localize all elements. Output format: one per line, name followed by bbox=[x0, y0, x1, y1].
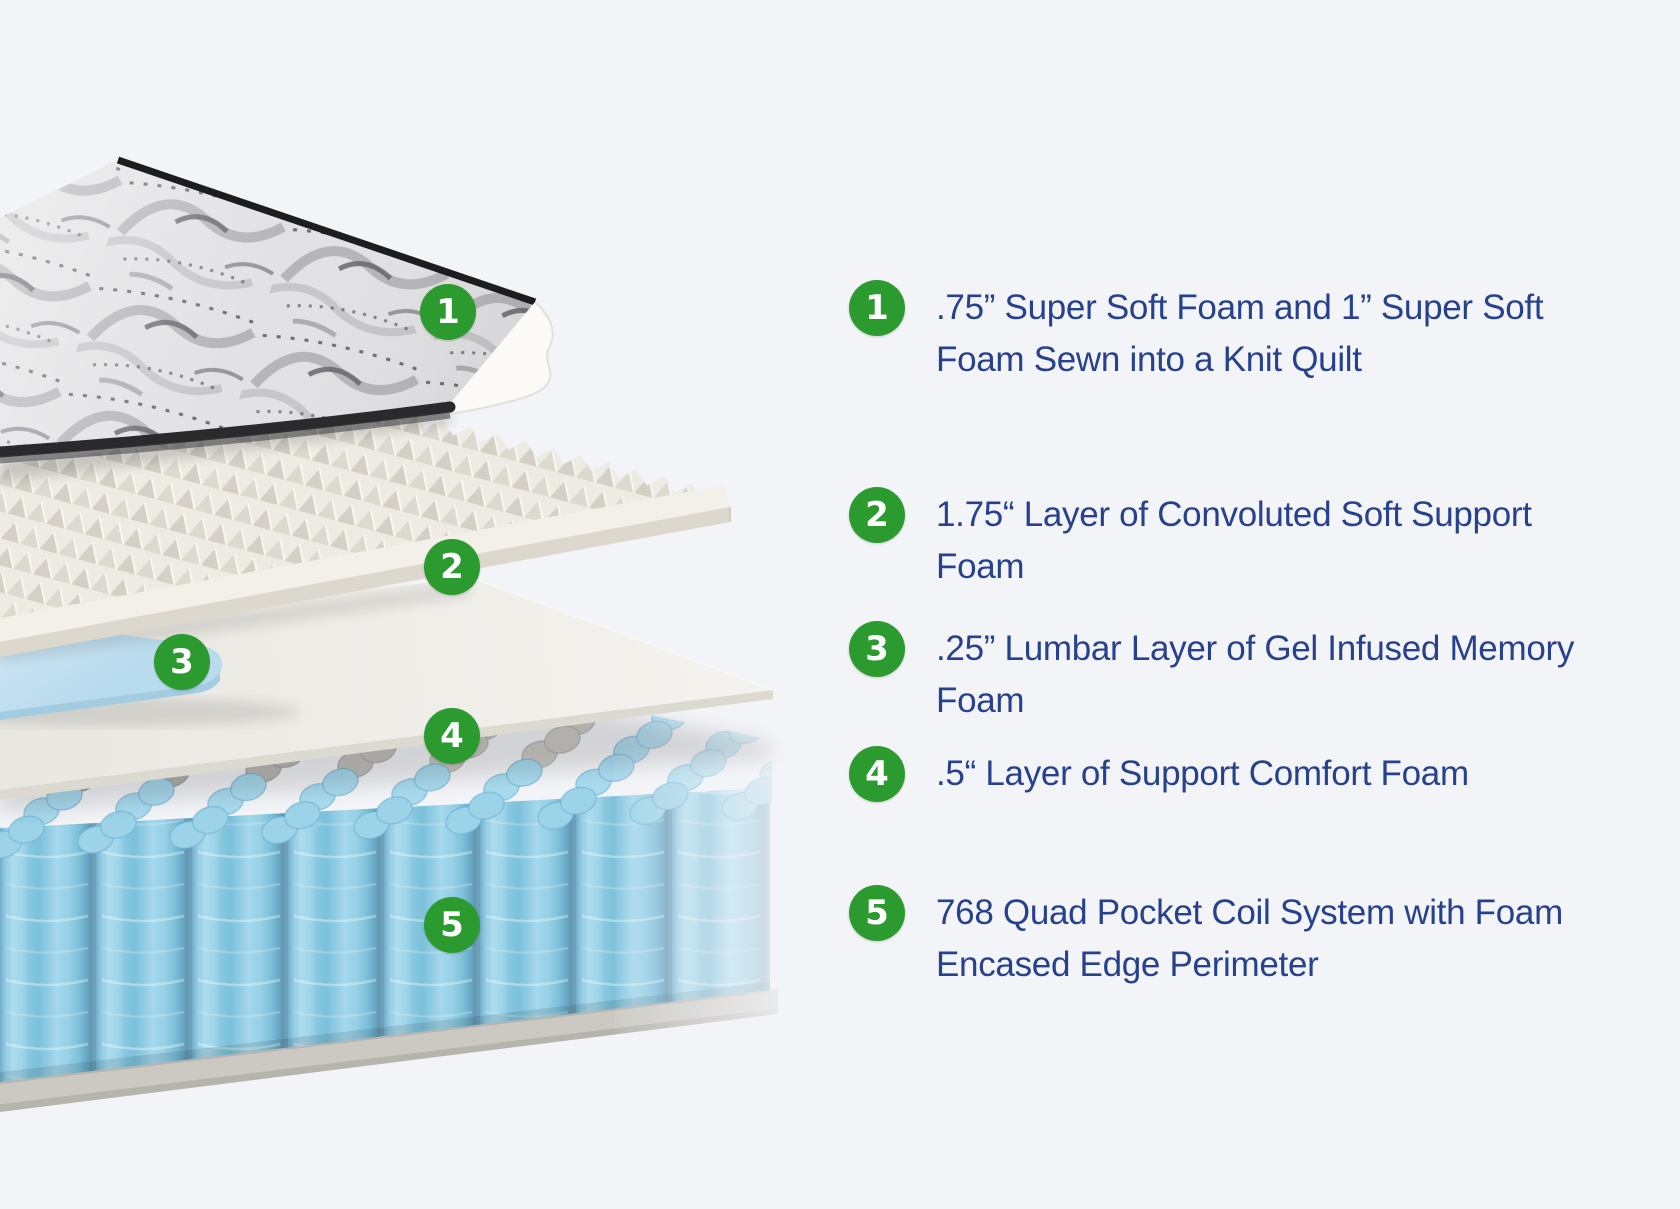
quilt-piping bbox=[0, 401, 456, 458]
legend-badge-4-number: 4 bbox=[865, 754, 889, 794]
quilt-tape-edge bbox=[116, 156, 537, 306]
legend-item-1: 1 .75” Super Soft Foam and 1” Super Soft… bbox=[849, 280, 1544, 386]
quilt-top-layer bbox=[0, 156, 554, 464]
coil-front-face bbox=[0, 788, 770, 1082]
convoluted-side bbox=[0, 507, 730, 657]
legend-badge-2-number: 2 bbox=[865, 495, 889, 535]
legend-badge-2: 2 bbox=[849, 487, 905, 543]
coil-base bbox=[0, 988, 778, 1112]
legend-badge-1: 1 bbox=[849, 280, 905, 336]
diagram-badge-2: 2 bbox=[424, 539, 480, 595]
diagram-badge-4-number: 4 bbox=[440, 716, 464, 756]
legend-badge-1-number: 1 bbox=[865, 288, 889, 328]
legend-badge-5-number: 5 bbox=[865, 893, 889, 933]
legend-text-5: 768 Quad Pocket Coil System with Foam En… bbox=[936, 893, 1563, 984]
diagram-badge-4: 4 bbox=[424, 708, 480, 764]
convoluted-foam-layer bbox=[0, 405, 731, 657]
quilt-foam-side bbox=[448, 302, 553, 414]
legend-item-3: 3 .25” Lumbar Layer of Gel Infused Memor… bbox=[849, 621, 1574, 727]
convoluted-flat-border bbox=[0, 485, 730, 642]
diagram-badge-5-number: 5 bbox=[440, 905, 464, 945]
diagram-badge-1: 1 bbox=[420, 284, 476, 340]
diagram-badge-5: 5 bbox=[424, 897, 480, 953]
diagram-badge-3: 3 bbox=[154, 634, 210, 690]
legend-text-1: .75” Super Soft Foam and 1” Super Soft F… bbox=[936, 288, 1544, 379]
legend-text-4: .5“ Layer of Support Comfort Foam bbox=[936, 754, 1469, 793]
legend-badge-5: 5 bbox=[849, 885, 905, 941]
legend-item-2: 2 1.75“ Layer of Convoluted Soft Support… bbox=[849, 487, 1532, 593]
legend-text-3: .25” Lumbar Layer of Gel Infused Memory … bbox=[936, 629, 1575, 720]
legend-badge-3: 3 bbox=[849, 621, 905, 677]
legend-badge-4: 4 bbox=[849, 746, 905, 802]
diagram-badge-3-number: 3 bbox=[170, 642, 194, 682]
legend-text-2: 1.75“ Layer of Convoluted Soft Support F… bbox=[936, 495, 1532, 586]
diagram-badge-2-number: 2 bbox=[440, 547, 464, 587]
legend-item-4: 4 .5“ Layer of Support Comfort Foam bbox=[849, 746, 1469, 802]
legend-badge-3-number: 3 bbox=[865, 629, 889, 669]
legend-item-5: 5 768 Quad Pocket Coil System with Foam … bbox=[849, 885, 1563, 991]
diagram-badge-1-number: 1 bbox=[436, 292, 460, 332]
